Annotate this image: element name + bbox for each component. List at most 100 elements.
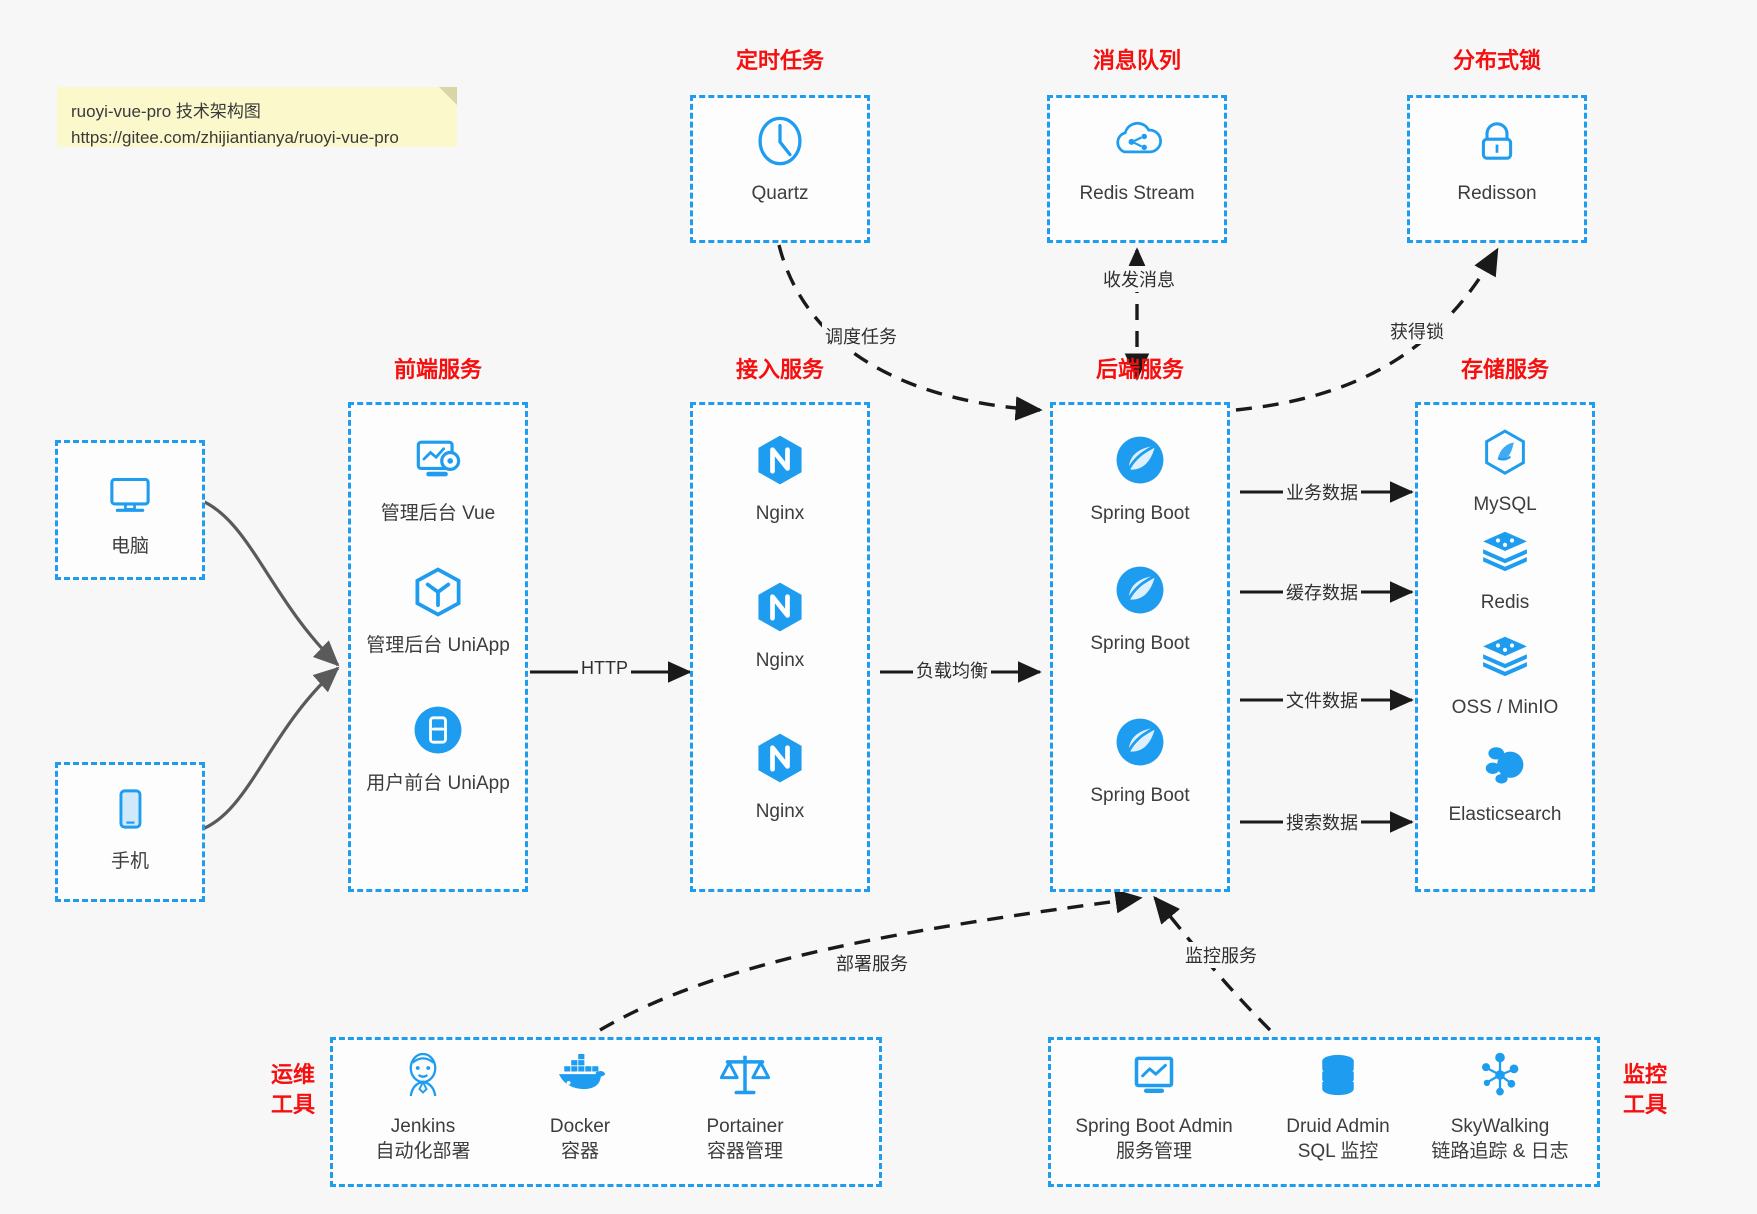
edge-label-schedule-task: 调度任务 bbox=[822, 323, 900, 349]
group-title-devops-line2: 工具 bbox=[270, 1092, 315, 1117]
node-label: Nginx bbox=[755, 801, 805, 822]
node-sublabel: SQL 监控 bbox=[1297, 1141, 1379, 1162]
group-title-monitor: 监控 工具 bbox=[1610, 1060, 1680, 1120]
group-box-lock bbox=[1407, 95, 1587, 243]
node-phone[interactable]: 手机 bbox=[50, 780, 210, 874]
group-title-monitor-line1: 监控 bbox=[1622, 1062, 1667, 1087]
node-admin-uniapp[interactable]: 管理后台 UniApp bbox=[358, 562, 518, 658]
spring-leaf-icon bbox=[1110, 560, 1170, 625]
node-label: Spring Boot bbox=[1090, 633, 1190, 654]
note-title: ruoyi-vue-pro 技术架构图 bbox=[71, 102, 261, 121]
node-label: Portainer bbox=[706, 1116, 784, 1137]
node-druid-admin[interactable]: Druid Admin SQL 监控 bbox=[1253, 1047, 1423, 1165]
database-icon bbox=[1310, 1047, 1366, 1108]
node-elasticsearch[interactable]: Elasticsearch bbox=[1425, 735, 1585, 827]
diagram-note: ruoyi-vue-pro 技术架构图 https://gitee.com/zh… bbox=[57, 87, 457, 147]
node-label: MySQL bbox=[1473, 494, 1537, 515]
node-nginx-2[interactable]: Nginx bbox=[700, 577, 860, 673]
mobile-icon bbox=[101, 780, 159, 843]
group-title-storage: 存储服务 bbox=[1460, 357, 1549, 382]
oss-stack-icon bbox=[1477, 628, 1533, 689]
group-box-devops bbox=[330, 1037, 882, 1187]
group-title-mq: 消息队列 bbox=[1092, 48, 1181, 73]
node-jenkins[interactable]: Jenkins 自动化部署 bbox=[338, 1047, 508, 1165]
group-title-scheduler: 定时任务 bbox=[735, 48, 824, 73]
edge-label-deploy-service: 部署服务 bbox=[833, 950, 911, 976]
nginx-icon bbox=[750, 728, 810, 793]
node-label: Quartz bbox=[751, 183, 809, 204]
note-url: https://gitee.com/zhijiantianya/ruoyi-vu… bbox=[71, 128, 399, 147]
uniapp-cube-icon bbox=[408, 562, 468, 627]
portainer-scale-icon bbox=[717, 1047, 773, 1108]
node-computer[interactable]: 电脑 bbox=[50, 465, 210, 559]
node-sublabel: 容器管理 bbox=[706, 1141, 783, 1162]
group-title-devops-line1: 运维 bbox=[270, 1062, 315, 1087]
node-admin-vue[interactable]: 管理后台 Vue bbox=[358, 430, 518, 526]
node-docker[interactable]: Docker 容器 bbox=[495, 1047, 665, 1165]
edge-label-acquire-lock: 获得锁 bbox=[1387, 318, 1447, 344]
jenkins-butler-icon bbox=[395, 1047, 451, 1108]
dashboard-icon bbox=[408, 430, 468, 495]
node-portainer[interactable]: Portainer 容器管理 bbox=[655, 1047, 835, 1165]
app-window-icon bbox=[408, 700, 468, 765]
elasticsearch-icon bbox=[1477, 735, 1533, 796]
group-box-mq bbox=[1047, 95, 1227, 243]
group-box-phone bbox=[55, 762, 205, 902]
clock-icon bbox=[751, 112, 809, 175]
lock-icon bbox=[1468, 112, 1526, 175]
node-spring-boot-admin[interactable]: Spring Boot Admin 服务管理 bbox=[1058, 1047, 1250, 1165]
node-label: 管理后台 Vue bbox=[380, 503, 496, 524]
note-fold-icon bbox=[439, 87, 457, 105]
nginx-icon bbox=[750, 430, 810, 495]
node-label: 用户前台 UniApp bbox=[366, 773, 510, 794]
group-title-frontend: 前端服务 bbox=[393, 357, 482, 382]
edge-label-load-balance: 负载均衡 bbox=[913, 657, 991, 683]
node-oss[interactable]: OSS / MinIO bbox=[1425, 628, 1585, 720]
node-label: 管理后台 UniApp bbox=[366, 635, 510, 656]
node-sublabel: 链路追踪 & 日志 bbox=[1431, 1141, 1569, 1162]
node-label: Redis Stream bbox=[1079, 183, 1195, 204]
node-label: 电脑 bbox=[110, 536, 149, 557]
node-label: SkyWalking bbox=[1450, 1116, 1550, 1137]
node-redis-stream[interactable]: Redis Stream bbox=[1057, 112, 1217, 206]
edge-label-monitor-service: 监控服务 bbox=[1182, 942, 1260, 968]
mysql-dolphin-icon bbox=[1477, 425, 1533, 486]
node-nginx-1[interactable]: Nginx bbox=[700, 430, 860, 526]
node-sublabel: 服务管理 bbox=[1115, 1141, 1192, 1162]
node-label: Druid Admin bbox=[1286, 1116, 1390, 1137]
group-title-monitor-line2: 工具 bbox=[1622, 1092, 1667, 1117]
node-springboot-3[interactable]: Spring Boot bbox=[1060, 712, 1220, 808]
docker-whale-icon bbox=[552, 1047, 608, 1108]
node-label: Elasticsearch bbox=[1448, 804, 1562, 825]
node-user-uniapp[interactable]: 用户前台 UniApp bbox=[358, 700, 518, 796]
node-springboot-2[interactable]: Spring Boot bbox=[1060, 560, 1220, 656]
skywalking-graph-icon bbox=[1472, 1047, 1528, 1108]
spring-leaf-icon bbox=[1110, 712, 1170, 777]
node-sublabel: 容器 bbox=[560, 1141, 599, 1162]
node-mysql[interactable]: MySQL bbox=[1425, 425, 1585, 517]
node-springboot-1[interactable]: Spring Boot bbox=[1060, 430, 1220, 526]
desktop-icon bbox=[101, 465, 159, 528]
node-redisson[interactable]: Redisson bbox=[1417, 112, 1577, 206]
spring-leaf-icon bbox=[1110, 430, 1170, 495]
monitor-chart-icon bbox=[1126, 1047, 1182, 1108]
group-title-devops: 运维 工具 bbox=[258, 1060, 328, 1120]
node-label: Spring Boot bbox=[1090, 503, 1190, 524]
node-label: Jenkins bbox=[390, 1116, 456, 1137]
node-quartz[interactable]: Quartz bbox=[700, 112, 860, 206]
nginx-icon bbox=[750, 577, 810, 642]
node-label: 手机 bbox=[110, 851, 149, 872]
group-title-gateway: 接入服务 bbox=[735, 357, 824, 382]
node-label: Spring Boot Admin bbox=[1075, 1116, 1233, 1137]
node-nginx-3[interactable]: Nginx bbox=[700, 728, 860, 824]
node-label: Redis bbox=[1480, 592, 1530, 613]
node-redis[interactable]: Redis bbox=[1425, 523, 1585, 615]
node-label: Spring Boot bbox=[1090, 785, 1190, 806]
node-sublabel: 自动化部署 bbox=[375, 1141, 471, 1162]
node-skywalking[interactable]: SkyWalking 链路追踪 & 日志 bbox=[1405, 1047, 1595, 1165]
group-title-lock: 分布式锁 bbox=[1452, 48, 1541, 73]
group-title-backend: 后端服务 bbox=[1095, 357, 1184, 382]
redis-stack-icon bbox=[1477, 523, 1533, 584]
edge-label-cache-data: 缓存数据 bbox=[1283, 579, 1361, 605]
